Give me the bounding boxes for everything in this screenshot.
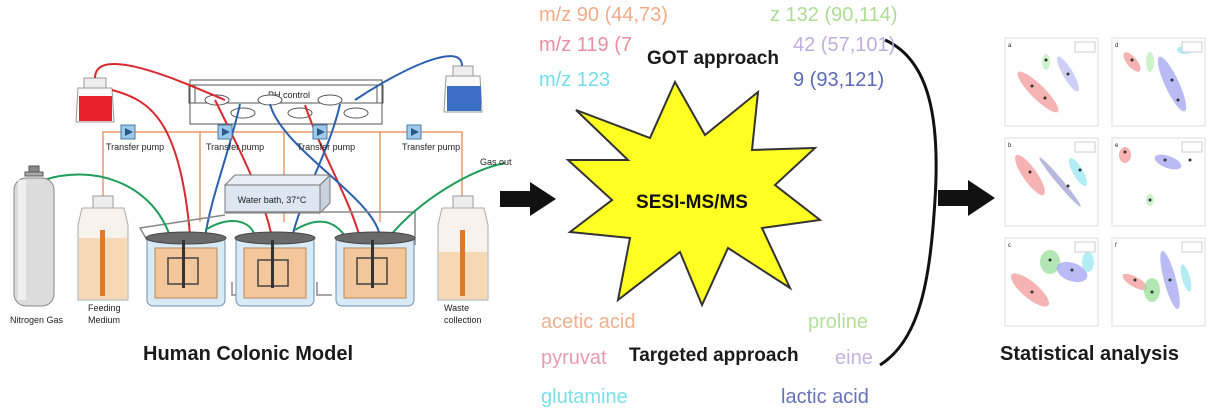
compound-label: eine	[835, 347, 873, 369]
ph-probe-port	[343, 107, 369, 119]
stats-panel-letter: d	[1115, 43, 1118, 49]
vessel-2	[234, 231, 316, 307]
nitrogen-gas-label: Nitrogen Gas	[10, 315, 64, 325]
green-gas-lines	[43, 162, 506, 237]
gas-out-label: Gas out	[480, 157, 512, 167]
base-bottle	[443, 65, 483, 113]
compound-label: lactic acid	[781, 386, 869, 408]
stats-panel-letter: a	[1008, 43, 1012, 49]
mz-label: m/z 90 (44,73)	[539, 4, 668, 26]
stats-panel-a: a	[1004, 37, 1099, 127]
mz-label: m/z 119 (7	[539, 34, 632, 56]
stats-panel-e: e	[1111, 137, 1206, 227]
transfer-pump-label: Transfer pump	[106, 142, 164, 152]
feeding-medium-label: Feeding	[88, 303, 121, 313]
stats-panel-letter: f	[1115, 243, 1117, 249]
ph-control-box: PH control	[188, 79, 384, 125]
colonic-model: PH control	[10, 55, 512, 325]
got-approach-label: GOT approach	[643, 48, 783, 70]
mz-label: z 132 (90,114)	[770, 4, 898, 26]
mz-label: m/z 123	[539, 69, 611, 91]
compound-label: glutamine	[541, 386, 628, 408]
stats-panel-c: c	[1004, 237, 1099, 327]
compound-label: pyruvat	[541, 347, 607, 369]
arrow-to-stats	[938, 180, 995, 216]
transfer-pump-2: Transfer pump	[206, 124, 264, 152]
transfer-pump-3: Transfer pump	[297, 124, 355, 152]
water-bath-label: Water bath, 37°C	[238, 195, 307, 205]
mz-label: 9 (93,121)	[793, 69, 885, 91]
waste-label: collection	[444, 315, 482, 325]
vessel-1	[145, 231, 227, 307]
stats-caption: Statistical analysis	[1000, 343, 1179, 365]
waste-label: Waste	[444, 303, 469, 313]
red-tubes	[94, 62, 361, 239]
mz-label: 42 (57,101)	[793, 34, 896, 56]
sesi-starburst	[565, 79, 823, 308]
stats-panel-f: f	[1111, 237, 1206, 327]
approach-bracket	[879, 38, 938, 367]
sesi-star	[565, 79, 823, 308]
blue-tubes	[204, 55, 463, 239]
feeding-medium-label: Medium	[88, 315, 120, 325]
stats-panel-letter: b	[1008, 143, 1012, 149]
vessel-3	[334, 231, 416, 307]
transfer-pump-label: Transfer pump	[206, 142, 264, 152]
compound-label: acetic acid	[541, 311, 636, 333]
stats-panel-letter: c	[1008, 243, 1011, 249]
transfer-pump-label: Transfer pump	[297, 142, 355, 152]
acid-bottle	[75, 77, 115, 123]
stats-panel-d: d	[1111, 37, 1206, 127]
stats-panels: a d b	[1004, 37, 1206, 327]
transfer-pump-4: Transfer pump	[402, 124, 460, 152]
targeted-approach-label: Targeted approach	[625, 345, 803, 367]
ph-probe-port	[257, 94, 283, 106]
transfer-pump-label: Transfer pump	[402, 142, 460, 152]
ph-probe-port	[317, 94, 343, 106]
arrow-to-center	[500, 182, 556, 216]
water-bath-box: Water bath, 37°C	[223, 173, 332, 215]
stats-panel-letter: e	[1115, 143, 1119, 149]
nitrogen-cylinder: Nitrogen Gas	[10, 165, 64, 325]
sesi-label: SESI-MS/MS	[636, 192, 748, 213]
colonic-model-caption: Human Colonic Model	[143, 343, 353, 365]
ph-control-label: PH control	[268, 90, 310, 100]
ph-probe-port	[230, 107, 256, 119]
transfer-pump-1: Transfer pump	[106, 124, 164, 152]
stats-panel-b: b	[1004, 137, 1099, 227]
compound-label: proline	[808, 311, 869, 333]
waste-bottle: Waste collection	[437, 195, 489, 325]
feeding-medium-bottle: Feeding Medium	[77, 195, 129, 325]
